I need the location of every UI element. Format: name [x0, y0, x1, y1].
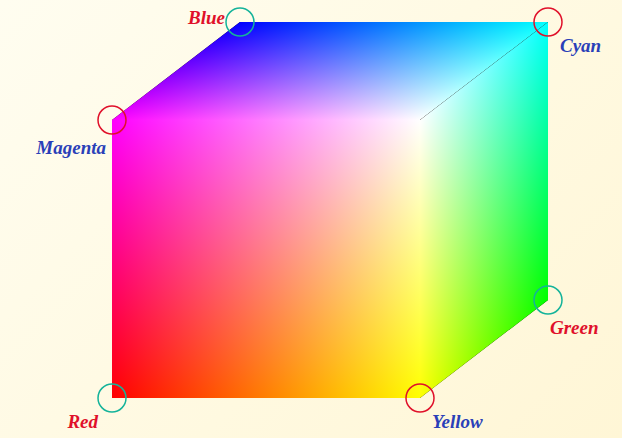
corner-circle [534, 8, 562, 36]
corner-circle [98, 106, 126, 134]
corner-label: Blue [188, 8, 225, 29]
front-face [112, 120, 420, 398]
right-face [420, 22, 548, 398]
corner-circle [98, 384, 126, 412]
corner-label: Red [67, 412, 98, 433]
corner-circle [534, 286, 562, 314]
corner-label: Green [550, 318, 599, 339]
corner-label: Yellow [432, 412, 483, 433]
corner-circle [406, 384, 434, 412]
corner-label: Magenta [36, 138, 106, 159]
corner-label: Cyan [560, 36, 601, 57]
corner-circle [226, 8, 254, 36]
